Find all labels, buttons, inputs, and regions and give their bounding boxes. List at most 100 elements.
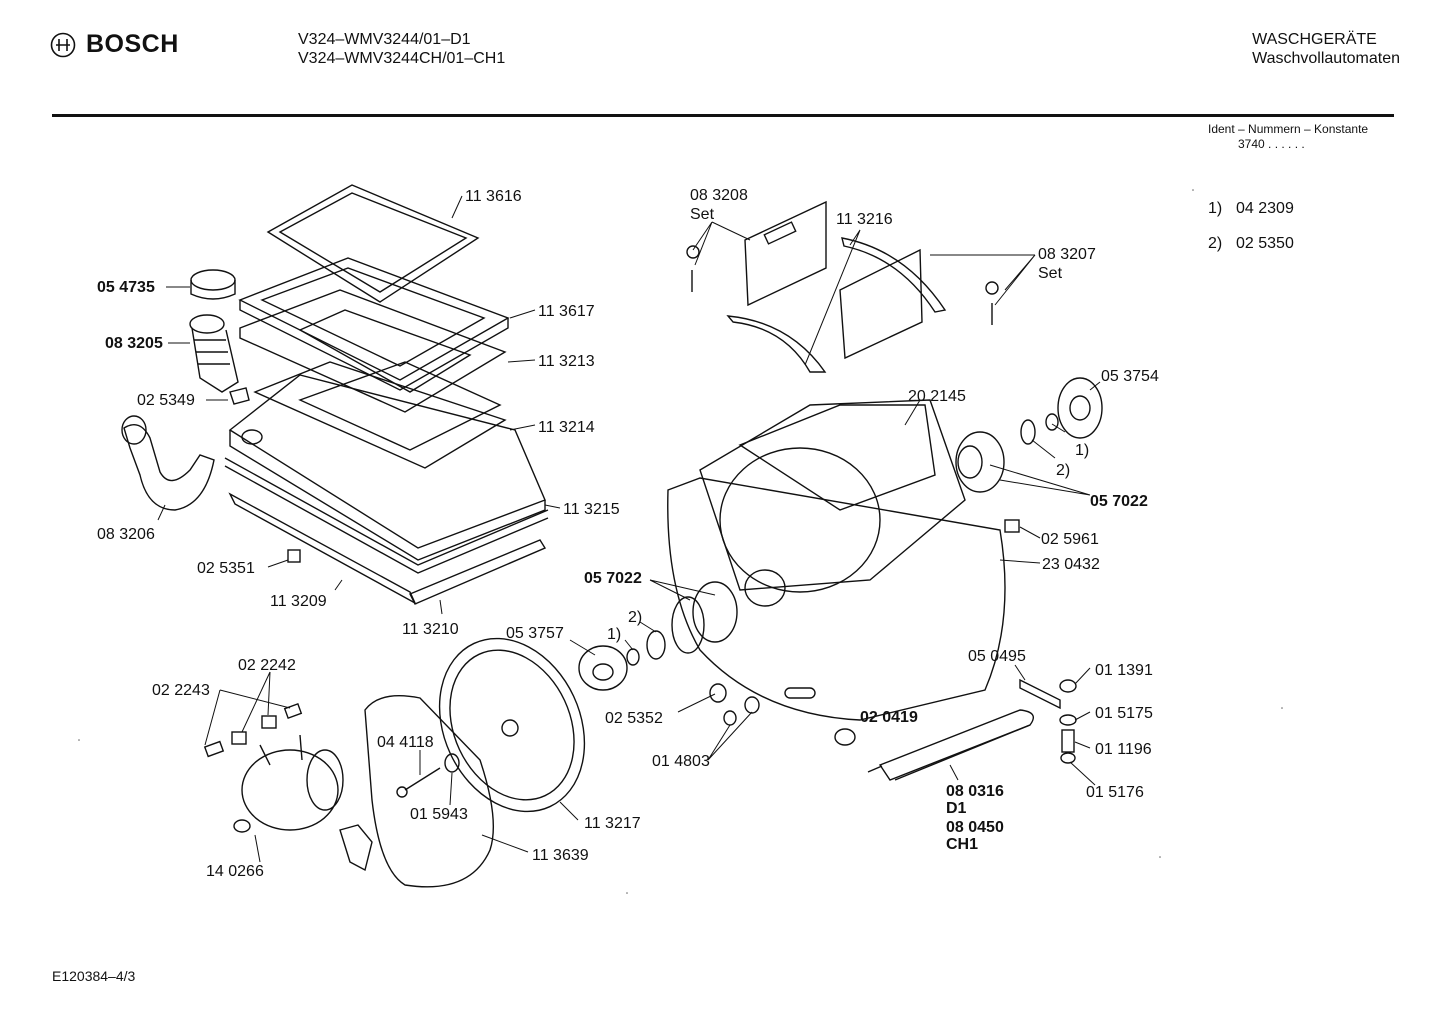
label-113216: 11 3216 [836,211,893,228]
header-divider [52,114,1394,117]
label-014803: 01 4803 [652,753,710,770]
label-025351: 02 5351 [197,560,255,577]
label-113213: 11 3213 [538,353,595,370]
hose-083205 [189,314,239,393]
hose-clamp-054735 [190,269,236,300]
label-113616: 11 3616 [465,188,522,205]
label-080316: 08 0316 [946,783,1004,800]
drain-hose-083206 [121,415,215,511]
fittings-015175-011196 [1059,679,1077,764]
drum-rib-set-083208 [686,200,827,373]
bolt-025961 [1004,519,1020,533]
model-line-2: V324–WMV3244CH/01–CH1 [298,50,506,67]
label-083208: 08 3208 [690,187,748,204]
model-numbers: V324–WMV3244/01–D1 V324–WMV3244CH/01–CH1 [298,30,505,68]
label-113217: 11 3217 [584,815,641,832]
label-025352: 02 5352 [605,710,663,727]
category-line-1: WASCHGERÄTE [1252,31,1377,48]
label-113215: 11 3215 [563,501,620,518]
bearings-lower [626,630,666,666]
heater-080316 [867,709,1034,781]
bracket-050495 [1019,678,1061,710]
washer-015943 [444,753,460,773]
drum-202145 [699,399,966,593]
label-015175: 01 5175 [1095,705,1153,722]
category: WASCHGERÄTE Waschvollautomaten [1252,30,1400,68]
label-113209: 11 3209 [270,593,327,610]
label-057022-upper: 05 7022 [1090,493,1148,510]
label-057022-lower: 05 7022 [584,570,642,587]
label-113617: 11 3617 [538,303,595,320]
legend-key-2: 2) [1208,235,1222,252]
label-025961: 02 5961 [1041,531,1099,548]
label-113214: 11 3214 [538,419,595,436]
leader-lines [157,195,1101,863]
legend-value-1: 04 2309 [1236,200,1294,217]
screw-014803 [723,696,760,726]
drawing-code: E120384–4/3 [52,968,136,984]
label-025349: 02 5349 [137,392,195,409]
label-140266: 14 0266 [206,863,264,880]
ident-block: Ident – Nummern – Konstante 3740 . . . .… [1208,122,1368,152]
label-variant-d1: D1 [946,800,967,817]
flange-053757 [578,645,628,691]
rail-113210 [409,539,547,605]
plug-025349 [229,387,250,405]
ident-value: 3740 . . . . . . [1238,137,1305,151]
brand-name: BOSCH [86,30,179,58]
label-015176: 01 5176 [1086,784,1144,801]
label-053754: 05 3754 [1101,368,1159,385]
label-230432: 23 0432 [1042,556,1100,573]
label-note-2-upper: 2) [1056,462,1070,479]
model-line-1: V324–WMV3244/01–D1 [298,31,471,48]
flange-053754 [1057,377,1103,439]
label-083207: 08 3207 [1038,246,1096,263]
label-020419: 02 0419 [860,709,918,726]
label-note-1-lower: 1) [607,626,621,643]
bearings-upper [1020,413,1059,445]
label-113210: 11 3210 [402,621,459,638]
legend-value-2: 02 5350 [1236,235,1294,252]
label-050495: 05 0495 [968,648,1026,665]
ident-title: Ident – Nummern – Konstante [1208,122,1369,136]
label-053757: 05 3757 [506,625,564,642]
bearing-seat-lower-057022 [671,581,738,654]
label-080450: 08 0450 [946,819,1004,836]
clip-025351 [287,549,301,563]
label-022242: 02 2242 [238,657,296,674]
bosch-armature-icon [50,32,76,57]
seal-113213 [239,289,507,413]
label-note-2-lower: 2) [628,609,642,626]
bolt-044118 [396,767,441,798]
label-015943: 01 5943 [410,806,468,823]
drum-rib-set-083207 [839,237,999,360]
label-variant-ch1: CH1 [946,836,978,853]
washer-025352 [709,683,727,703]
legend-key-1: 1) [1208,200,1222,217]
pulley-113217 [438,637,586,813]
label-011391: 01 1391 [1095,662,1153,679]
label-set-083208: Set [690,206,715,223]
seal-020419 [834,728,856,746]
motor-140266 [233,734,373,872]
bearing-seat-upper-057022 [955,431,1005,493]
label-202145: 20 2145 [908,388,966,405]
belt-113639 [364,695,494,888]
label-083205: 08 3205 [105,335,163,352]
seal-113215 [224,457,549,574]
label-083206: 08 3206 [97,526,155,543]
label-022243: 02 2243 [152,682,210,699]
category-line-2: Waschvollautomaten [1252,50,1400,67]
tub-cover-113214 [228,361,546,561]
frame-113617 [238,257,510,391]
brushes-022242-022243 [203,703,303,758]
top-frame-113616 [266,184,480,303]
label-note-1-upper: 1) [1075,442,1089,459]
bosch-logo: BOSCH [50,30,179,59]
label-044118: 04 4118 [377,734,434,751]
label-054735: 05 4735 [97,279,155,296]
label-set-083207: Set [1038,265,1063,282]
label-011196: 01 1196 [1095,741,1152,758]
label-113639: 11 3639 [532,847,589,864]
